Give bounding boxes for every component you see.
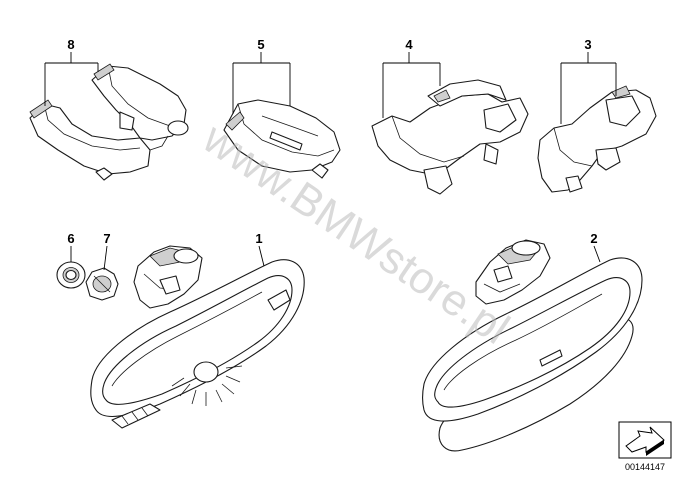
part-label-2: 2	[590, 231, 597, 246]
arrow-icon	[625, 426, 665, 453]
part-label-4: 4	[405, 37, 413, 52]
leader-lines	[44, 52, 617, 271]
part-label-5: 5	[257, 37, 264, 52]
part-3-cover[interactable]	[537, 85, 657, 193]
diagram-number: 00144147	[625, 462, 665, 472]
part-2-mirror[interactable]	[421, 239, 643, 452]
part-label-8: 8	[67, 37, 74, 52]
part-6-ring[interactable]	[56, 261, 86, 289]
part-1-mirror[interactable]	[90, 245, 305, 429]
part-label-7: 7	[103, 231, 110, 246]
part-4-cover[interactable]	[371, 79, 529, 195]
part-label-3: 3	[584, 37, 591, 52]
part-label-6: 6	[67, 231, 74, 246]
diagram-reference	[618, 421, 672, 459]
part-8-cover[interactable]	[29, 63, 189, 181]
part-7-cap[interactable]	[85, 267, 119, 301]
part-label-1: 1	[255, 231, 262, 246]
part-5-cover[interactable]	[223, 99, 341, 179]
